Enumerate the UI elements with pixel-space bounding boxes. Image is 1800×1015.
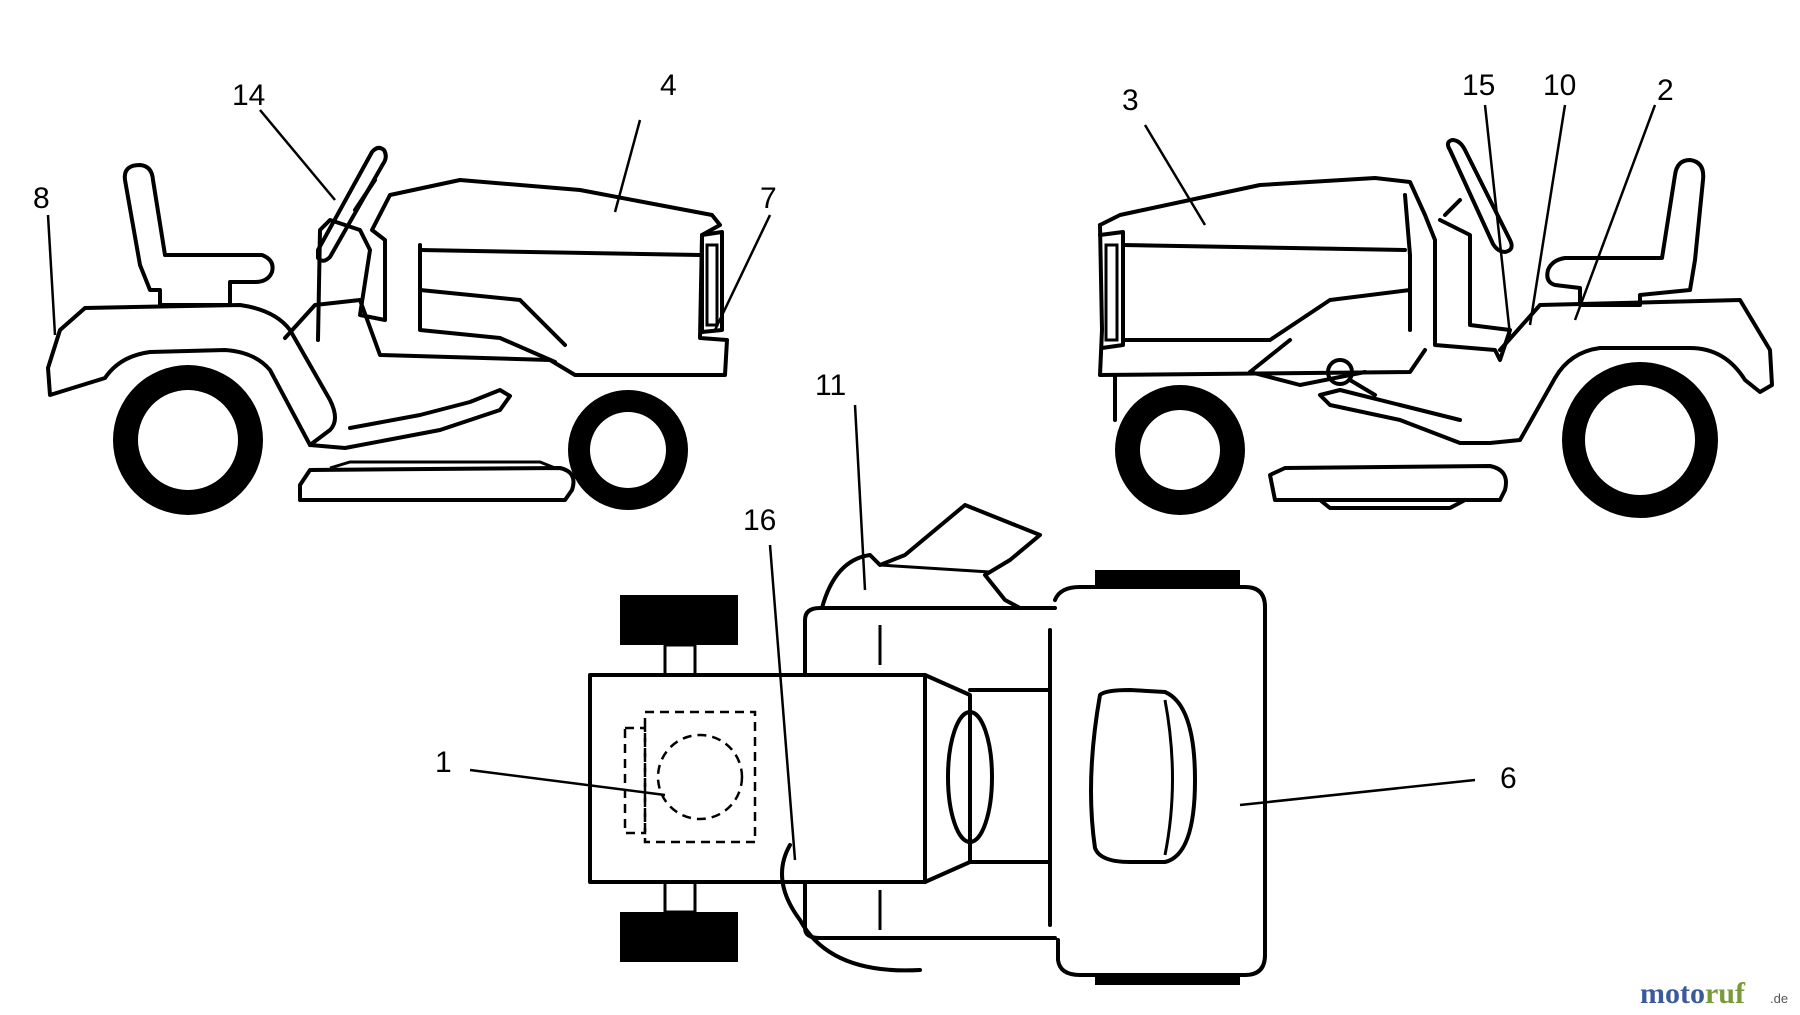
callout-11: 11 <box>815 369 846 402</box>
tractor-top-view <box>588 503 1267 985</box>
watermark-suffix: .de <box>1770 991 1788 1006</box>
callout-14: 14 <box>232 79 265 112</box>
leader-lines <box>46 104 1657 861</box>
callout-15: 15 <box>1462 69 1495 102</box>
callout-3: 3 <box>1122 84 1139 117</box>
tractor-right-side-view <box>1098 138 1774 518</box>
watermark-ruf: ruf <box>1705 977 1746 1010</box>
callout-6: 6 <box>1500 762 1517 795</box>
callout-2: 2 <box>1657 74 1674 107</box>
callout-labels: 8 14 4 7 3 15 10 2 11 16 1 6 <box>33 69 1674 795</box>
callout-4: 4 <box>660 69 677 102</box>
watermark-moto: moto <box>1640 977 1705 1010</box>
callout-10: 10 <box>1543 69 1576 102</box>
callout-8: 8 <box>33 182 50 215</box>
callout-16: 16 <box>743 504 776 537</box>
callout-7: 7 <box>760 182 777 215</box>
callout-1: 1 <box>435 746 452 779</box>
watermark-logo: motoruf .de <box>1640 977 1788 1010</box>
svg-text:motoruf: motoruf <box>1640 977 1746 1010</box>
tractor-left-side-view <box>46 145 729 515</box>
